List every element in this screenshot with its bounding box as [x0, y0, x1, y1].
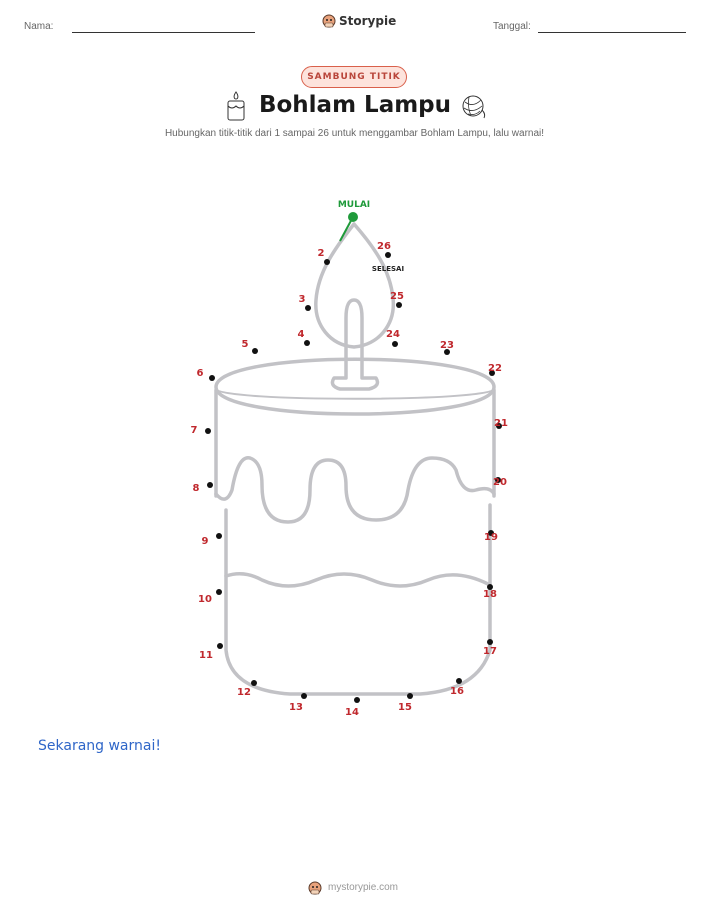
dot-label-19: 19	[484, 532, 498, 543]
date-line	[538, 32, 686, 33]
name-label: Nama:	[24, 21, 54, 32]
dot-label-10: 10	[198, 594, 212, 605]
dot-5	[252, 348, 258, 354]
dot-20	[495, 477, 501, 483]
flame-outline	[314, 222, 395, 349]
dot-label-8: 8	[193, 483, 200, 494]
dot-6	[209, 375, 215, 381]
candle-outline	[214, 222, 496, 696]
footer-logo	[308, 880, 322, 900]
dot-label-18: 18	[483, 589, 497, 600]
dot-9	[216, 533, 222, 539]
dot-label-2: 2	[318, 248, 325, 259]
dot-13	[301, 693, 307, 699]
dot-2	[324, 259, 330, 265]
page-title: Bohlam Lampu	[258, 92, 452, 118]
dot-11	[217, 643, 223, 649]
brand-name: Storypie	[339, 14, 397, 28]
dot-19	[488, 530, 494, 536]
dot-25	[396, 302, 402, 308]
start-label: MULAI	[338, 200, 370, 210]
dot-label-14: 14	[345, 707, 359, 718]
dot-label-11: 11	[199, 650, 213, 661]
candle-icon	[227, 91, 245, 121]
date-label: Tanggal:	[493, 21, 531, 32]
dot-3	[305, 305, 311, 311]
dot-16	[456, 678, 462, 684]
brand-logo: Storypie	[322, 13, 396, 29]
dot-4	[304, 340, 310, 346]
dot-1	[348, 212, 358, 222]
color-prompt: Sekarang warnai!	[38, 738, 161, 754]
dot-label-9: 9	[202, 536, 209, 547]
dot-15	[407, 693, 413, 699]
dot-10	[216, 589, 222, 595]
dot-17	[487, 639, 493, 645]
dot-label-24: 24	[386, 329, 400, 340]
candle-top-outline	[214, 357, 496, 416]
dot-label-6: 6	[197, 368, 204, 379]
dot-label-3: 3	[299, 294, 306, 305]
end-label: SELESAI	[372, 265, 404, 273]
dot-label-21: 21	[494, 418, 508, 429]
dot-label-13: 13	[289, 702, 303, 713]
dot-8	[207, 482, 213, 488]
yarn-ball-icon	[462, 95, 486, 119]
dot-label-23: 23	[440, 340, 454, 351]
dot-22	[489, 370, 495, 376]
wick-outline	[330, 298, 380, 391]
dot-label-17: 17	[483, 646, 497, 657]
dot-label-20: 20	[493, 477, 507, 488]
dot-label-12: 12	[237, 687, 251, 698]
dot-7	[205, 428, 211, 434]
dot-label-22: 22	[488, 363, 502, 374]
dot-label-7: 7	[191, 425, 198, 436]
dot-label-26: 26	[377, 241, 391, 252]
dot-label-16: 16	[450, 686, 464, 697]
storypie-mascot-icon	[322, 14, 336, 28]
wax-drips	[214, 456, 496, 524]
dot-26	[385, 252, 391, 258]
dot-label-25: 25	[390, 291, 404, 302]
dot-label-4: 4	[298, 329, 305, 340]
dot-label-15: 15	[398, 702, 412, 713]
dot-21	[496, 423, 502, 429]
wax-wave-band	[224, 572, 490, 588]
footer-url: mystorypie.com	[328, 882, 399, 893]
dot-23	[444, 349, 450, 355]
activity-badge: SAMBUNG TITIK	[301, 66, 407, 88]
name-line	[72, 32, 255, 33]
dot-14	[354, 697, 360, 703]
dot-24	[392, 341, 398, 347]
storypie-mascot-icon	[308, 881, 322, 895]
dot-18	[487, 584, 493, 590]
instruction-text: Hubungkan titik-titik dari 1 sampai 26 u…	[164, 128, 545, 139]
dot-12	[251, 680, 257, 686]
dot-label-5: 5	[242, 339, 249, 350]
